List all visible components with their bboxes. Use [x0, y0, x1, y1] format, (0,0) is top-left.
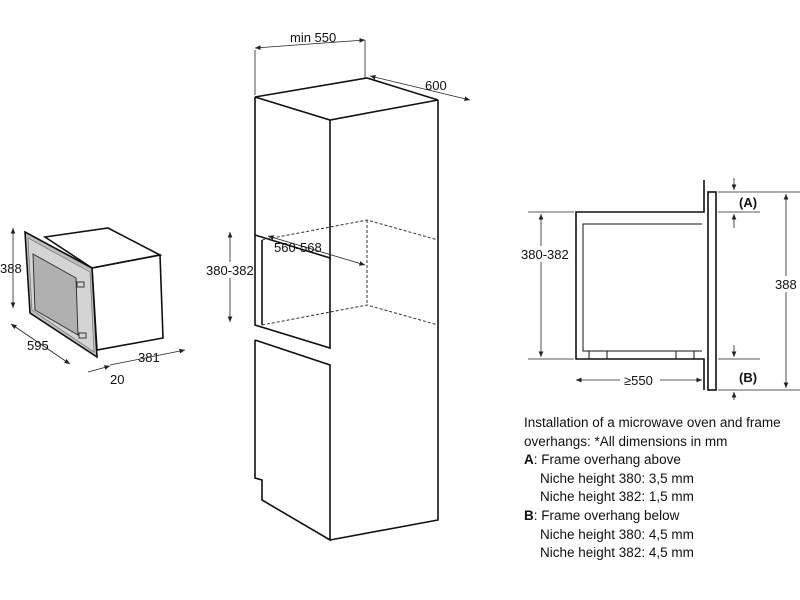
side-depth-label: ≥550 — [624, 373, 653, 388]
note-b-label: : Frame overhang below — [533, 507, 680, 523]
note-a-item: Niche height 380: 3,5 mm — [540, 470, 694, 486]
microwave-frame-label: 20 — [110, 372, 124, 387]
note-a-heading: A: Frame overhang above — [524, 451, 794, 470]
niche-height-label: 380-382 — [206, 263, 254, 278]
note-a-key: A — [524, 452, 534, 468]
frame-height-label: 388 — [775, 277, 797, 292]
cabinet-min-width-label: min 550 — [290, 30, 336, 45]
note-a-label: : Frame overhang above — [533, 452, 681, 468]
microwave-depth-label: 381 — [138, 350, 160, 365]
microwave-drawing: 388 595 381 20 — [0, 227, 186, 387]
side-view-drawing: 380-382 ≥550 388 (A) (B) — [521, 178, 800, 400]
niche-depth-label: 560-568 — [274, 240, 322, 255]
note-b-item: Niche height 380: 4,5 mm — [540, 526, 694, 542]
note-b-item: Niche height 382: 4,5 mm — [540, 545, 694, 561]
note-b-heading: B: Frame overhang below — [524, 507, 794, 526]
overhang-a-label: (A) — [739, 195, 757, 210]
note-b-key: B — [524, 507, 534, 523]
cabinet-drawing: min 550 600 560-568 380-382 — [204, 30, 471, 542]
overhang-b-label: (B) — [739, 370, 757, 385]
installation-notes: Installation of a microwave oven and fra… — [524, 414, 794, 563]
microwave-height-label: 388 — [0, 261, 22, 276]
note-a-item: Niche height 382: 1,5 mm — [540, 489, 694, 505]
notes-title: Installation of a microwave oven and fra… — [524, 415, 781, 449]
cabinet-depth-label: 600 — [425, 78, 447, 93]
side-niche-height-label: 380-382 — [521, 247, 569, 262]
microwave-width-label: 595 — [27, 338, 49, 353]
